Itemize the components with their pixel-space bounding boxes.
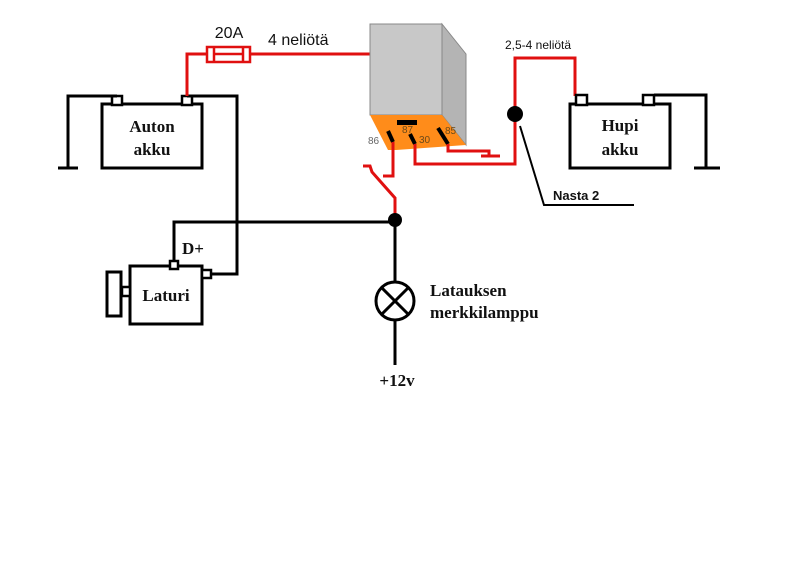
alternator-b-plus-terminal (200, 268, 213, 280)
alternator-label: Laturi (142, 286, 190, 305)
aux-wire-gauge-label: 2,5-4 neliötä (505, 38, 571, 52)
aux-battery-label-1: Hupi (602, 116, 639, 135)
car-battery-ground (58, 94, 117, 170)
aux-battery-negative-terminal (641, 93, 656, 107)
aux-battery: Hupi akku (568, 93, 672, 170)
supply-label: +12v (379, 371, 415, 390)
relay-pin-30-blade (408, 133, 417, 145)
fuse-rating-label: 20A (215, 25, 244, 42)
relay-pin-87-blade (397, 120, 417, 125)
fuse (205, 45, 252, 64)
relay-86-wire (363, 142, 397, 220)
car-battery: Auton akku (100, 94, 204, 170)
relay-pin-86-blade (386, 130, 395, 143)
car-battery-body (100, 102, 204, 170)
alternator-pulley (105, 270, 123, 318)
lamp-label-2: merkkilamppu (430, 303, 539, 322)
relay-pin-30-label: 30 (419, 135, 431, 146)
nasta-2-label: Nasta 2 (553, 188, 599, 203)
relay: 87 86 30 85 (368, 22, 467, 150)
aux-battery-positive-terminal (574, 93, 589, 107)
lamp-label-1: Latauksen (430, 281, 507, 300)
alternator-d-plus-terminal (168, 259, 180, 271)
aux-battery-label-2: akku (602, 140, 639, 159)
alternator-shaft (120, 285, 132, 298)
charge-lamp (374, 280, 416, 322)
alternator-terminal-label: D+ (182, 239, 204, 258)
aux-battery-body (568, 102, 672, 170)
relay-body (369, 23, 443, 116)
d-plus-wire (172, 220, 397, 365)
relay-pin-85-label: 85 (445, 126, 457, 137)
relay-pin-86-label: 86 (368, 136, 380, 147)
relay-pin-87-label: 87 (402, 125, 414, 136)
relay-pin-85-blade (436, 126, 450, 146)
alternator: Laturi D+ (105, 239, 213, 326)
nasta-2-junction (507, 106, 523, 122)
car-battery-label-2: akku (134, 140, 171, 159)
car-battery-positive-wire (187, 94, 239, 276)
nasta-2-leader (519, 125, 634, 206)
aux-battery-ground (654, 93, 720, 170)
relay-85-ground (446, 144, 500, 158)
car-battery-label-1: Auton (129, 117, 175, 136)
main-wire-gauge-label: 4 neliötä (268, 32, 329, 49)
